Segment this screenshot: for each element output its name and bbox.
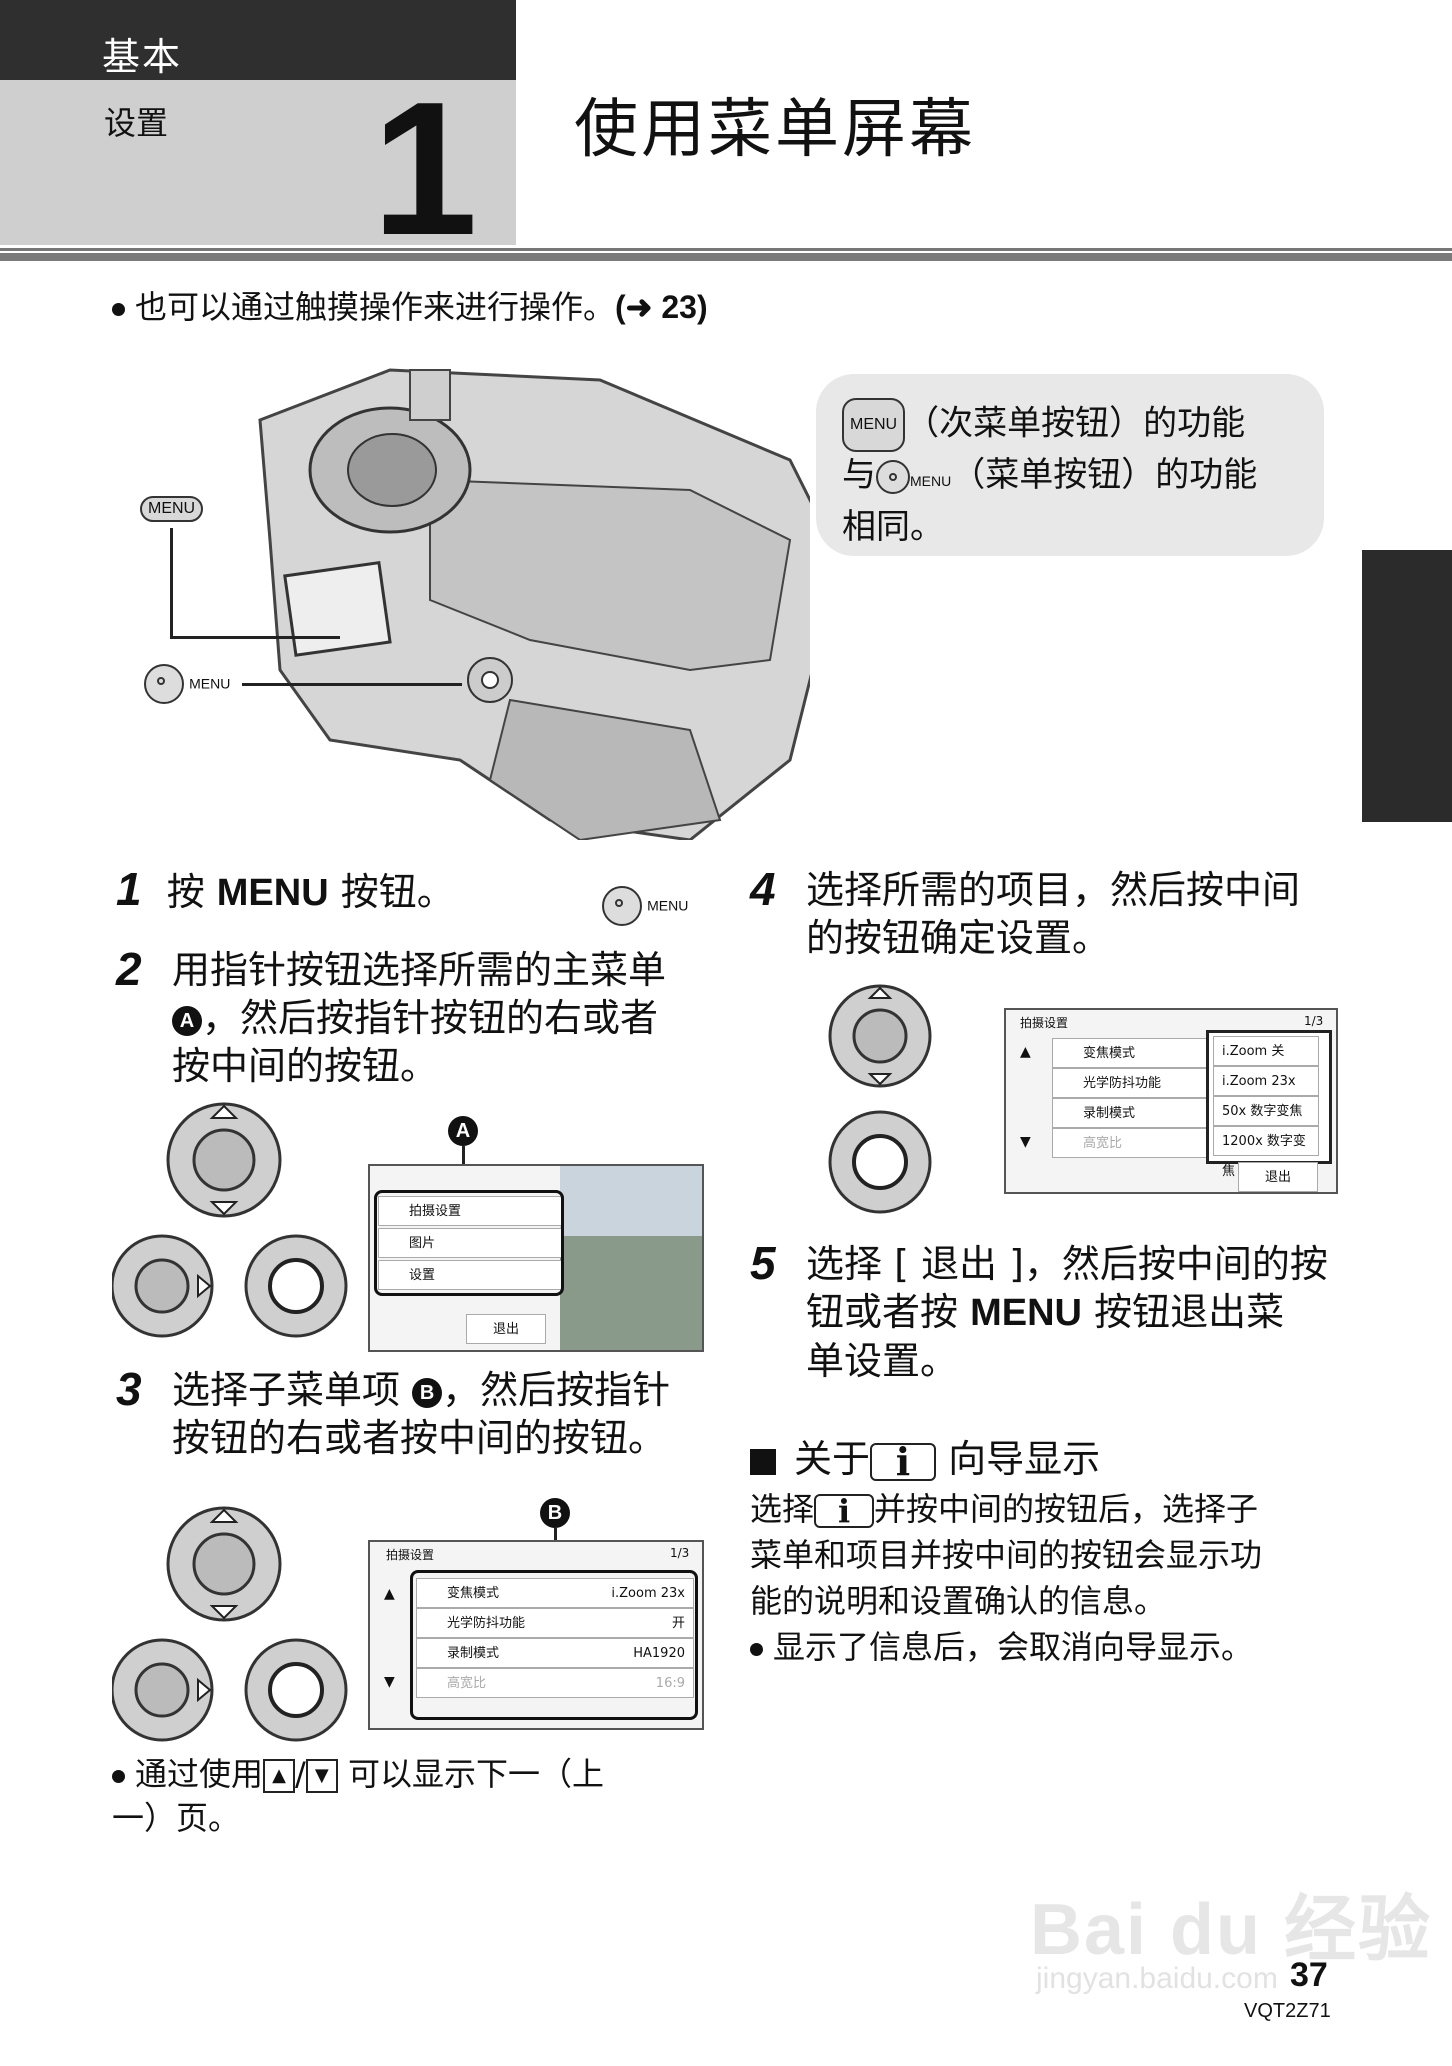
option-item[interactable]: i.Zoom 23x bbox=[1213, 1066, 1319, 1096]
step-1: 1 按 MENU 按钮。 bbox=[116, 863, 455, 915]
menu-dial: MENU bbox=[144, 664, 230, 704]
step-3-number: 3 bbox=[116, 1363, 142, 1415]
down-arrow-icon[interactable]: ▼ bbox=[384, 1674, 395, 1690]
down-arrow-icon[interactable]: ▼ bbox=[1020, 1134, 1031, 1150]
menu-pill-icon: MENU bbox=[842, 398, 906, 452]
up-arrow-icon[interactable]: ▲ bbox=[384, 1586, 395, 1602]
page-number: 37 bbox=[1290, 1956, 1328, 1994]
camcorder-illustration bbox=[258, 368, 810, 840]
dial-icon bbox=[144, 664, 184, 704]
step-3-text: 选择子菜单项 B，然后按指针 按钮的右或者按中间的按钮。 bbox=[172, 1368, 671, 1460]
option-item[interactable]: 1200x 数字变焦 bbox=[1213, 1126, 1319, 1179]
marker-b: B bbox=[412, 1377, 443, 1408]
step-4-text: 选择所需的项目，然后按中间 的按钮确定设置。 bbox=[806, 868, 1301, 960]
dial-icon bbox=[602, 886, 642, 926]
joystick-figure-4 bbox=[828, 984, 932, 1214]
exit-button[interactable]: 退出 bbox=[1238, 1162, 1318, 1192]
touch-note: 也可以通过触摸操作来进行操作。(➜ 23) bbox=[112, 282, 708, 328]
screen-header: 拍摄设置 bbox=[1020, 1016, 1069, 1030]
watermark-url: jingyan.baidu.com bbox=[1036, 1962, 1278, 1995]
submenu-row[interactable]: 光学防抖功能开 bbox=[416, 1608, 694, 1638]
down-arrow-icon: ▼ bbox=[305, 1759, 338, 1793]
highlight-frame bbox=[374, 1190, 564, 1296]
joystick-figure-2 bbox=[112, 1102, 348, 1338]
marker-b: B bbox=[540, 1498, 570, 1528]
step-4-number: 4 bbox=[750, 863, 776, 915]
up-arrow-icon: ▲ bbox=[263, 1759, 296, 1793]
info-icon: i bbox=[814, 1494, 875, 1528]
header-section-bar bbox=[0, 80, 516, 245]
page-title: 使用菜单屏幕 bbox=[574, 93, 976, 167]
side-tab bbox=[1362, 550, 1452, 822]
exit-button[interactable]: 退出 bbox=[466, 1314, 546, 1344]
category-label: 基本 bbox=[102, 35, 183, 79]
square-bullet-icon bbox=[750, 1448, 776, 1475]
highlight-frame bbox=[410, 1570, 698, 1720]
watermark-logo: Bai du 经验 bbox=[1030, 1890, 1433, 1970]
bullet-icon bbox=[112, 1769, 125, 1783]
screen-options: 拍摄设置 1/3 变焦模式 光学防抖功能 录制模式 高宽比 i.Zoom 关 i… bbox=[1004, 1008, 1338, 1194]
screen-header: 拍摄设置 bbox=[386, 1548, 435, 1562]
submenu-row[interactable]: 变焦模式 bbox=[1052, 1038, 1212, 1068]
step-5-number: 5 bbox=[750, 1237, 776, 1289]
marker-a: A bbox=[172, 1005, 202, 1036]
screen-main-menu: 拍摄设置 图片 设置 退出 bbox=[368, 1164, 704, 1352]
submenu-row[interactable]: 光学防抖功能 bbox=[1052, 1068, 1212, 1098]
screen-page: 1/3 bbox=[1304, 1014, 1324, 1028]
step-1-dial: MENU bbox=[602, 886, 688, 926]
leader-line bbox=[170, 528, 173, 638]
dial-icon bbox=[876, 459, 910, 494]
marker-line bbox=[462, 1146, 465, 1166]
menu-item-shooting[interactable]: 拍摄设置 bbox=[378, 1196, 562, 1226]
leader-line bbox=[242, 683, 462, 686]
menu-button-label: MENU bbox=[140, 496, 204, 522]
submenu-row[interactable]: 录制模式 bbox=[1052, 1098, 1212, 1128]
up-arrow-icon[interactable]: ▲ bbox=[1020, 1044, 1031, 1060]
info-icon: i bbox=[870, 1442, 937, 1481]
option-item[interactable]: i.Zoom 关 bbox=[1213, 1036, 1319, 1066]
step-2-number: 2 bbox=[116, 943, 142, 995]
step-2-text: 用指针按钮选择所需的主菜单 A，然后按指针按钮的右或者 按中间的按钮。 bbox=[172, 948, 667, 1088]
menu-item-picture[interactable]: 图片 bbox=[378, 1228, 562, 1258]
section-label: 设置 bbox=[104, 104, 169, 142]
header-rule bbox=[0, 248, 1452, 251]
menu-item-setup[interactable]: 设置 bbox=[378, 1260, 562, 1290]
leader-line bbox=[170, 636, 340, 639]
option-item[interactable]: 50x 数字变焦 bbox=[1213, 1096, 1319, 1126]
options-panel: i.Zoom 关 i.Zoom 23x 50x 数字变焦 1200x 数字变焦 bbox=[1206, 1030, 1332, 1179]
joystick-figure-3 bbox=[112, 1506, 348, 1742]
screen-page: 1/3 bbox=[670, 1546, 690, 1560]
chapter-number: 1 bbox=[372, 63, 478, 275]
page-nav-note: 通过使用▲/▼ 可以显示下一（上一）页。 bbox=[112, 1755, 604, 1837]
marker-a: A bbox=[448, 1116, 478, 1146]
bullet-icon bbox=[112, 302, 125, 316]
header-rule-thick bbox=[0, 253, 1452, 261]
step-5-text: 选择 [ 退出 ]，然后按中间的按 钮或者按 MENU 按钮退出菜 单设置。 bbox=[806, 1242, 1328, 1383]
bullet-icon bbox=[750, 1642, 763, 1656]
sky-image bbox=[560, 1166, 702, 1236]
submenu-row[interactable]: 高宽比 bbox=[1052, 1128, 1212, 1158]
model-code: VQT2Z71 bbox=[1244, 2000, 1331, 2022]
header-category-bar bbox=[0, 0, 516, 80]
